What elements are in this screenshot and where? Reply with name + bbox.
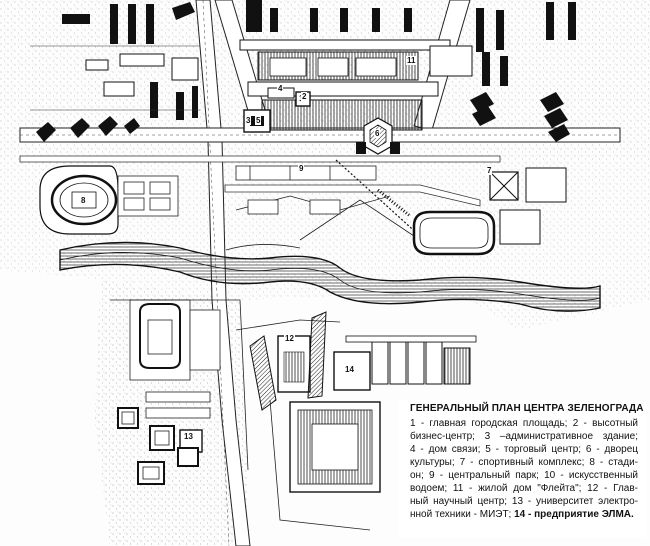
main-city-square: [261, 99, 423, 131]
map-label-14: 14: [344, 365, 355, 374]
artificial-lake: [59, 241, 601, 312]
housing-blocks-nw: [36, 2, 199, 142]
sports-complex: [412, 167, 567, 256]
sw-campus: [117, 299, 221, 485]
housing-blocks-ne: [470, 2, 576, 142]
legend-title: ГЕНЕРАЛЬНЫЙ ПЛАН ЦЕНТРА ЗЕЛЕНОГРАДА: [410, 403, 644, 414]
legend-line-4: культуры; 7 - спортивный комплекс; 8 - с…: [410, 457, 638, 468]
map-label-3: 3: [245, 116, 252, 125]
map-label-5: 5: [255, 116, 262, 125]
map-label-6: 6: [374, 129, 381, 138]
legend-panel: [398, 400, 646, 538]
map-label-2: 2: [301, 92, 308, 101]
legend-line-3: 4 - дом связи; 5 - торговый центр; 6 - д…: [410, 444, 638, 455]
stadium-west: [39, 165, 119, 235]
legend-line-6: водоем; 11 - жилой дом "Флейта"; 12 - Гл…: [410, 483, 638, 494]
legend-line-8-text: нной техники - МИЭТ;: [410, 509, 512, 520]
legend-line-8: нной техники - МИЭТ; 14 - предприятие ЭЛ…: [410, 509, 638, 521]
legend-line-7: ный научный центр; 13 - университет элек…: [410, 496, 638, 507]
legend-line-5: он; 9 - центральный парк; 10 - искусстве…: [410, 470, 638, 481]
legend-item-14: 14 - предприятие ЭЛМА.: [514, 509, 634, 520]
south-industrial-block: [289, 401, 381, 493]
elma-enterprise: [333, 335, 477, 391]
map-label-8: 8: [80, 196, 87, 205]
main-science-center: [249, 311, 327, 411]
legend-line-1: 1 - главная городская площадь; 2 - высот…: [410, 418, 638, 429]
map-label-9: 9: [298, 164, 305, 173]
central-park: [235, 165, 421, 241]
map-label-4: 4: [277, 84, 284, 93]
map-label-13: 13: [183, 432, 194, 441]
map-label-7: 7: [486, 166, 493, 175]
map-label-11: 11: [406, 56, 417, 65]
map-label-12: 12: [284, 334, 295, 343]
legend-line-2: бизнес-центр; 3 –административное здание…: [410, 431, 638, 442]
